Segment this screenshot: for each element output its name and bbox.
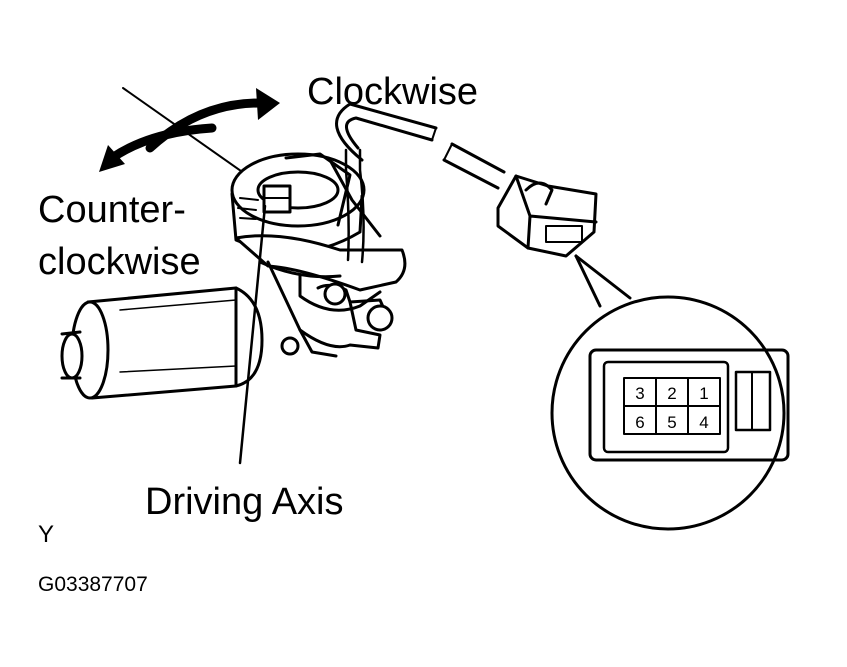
pin-label: 6 bbox=[635, 413, 644, 432]
pin-label: 3 bbox=[635, 384, 644, 403]
pin-label: 2 bbox=[667, 384, 676, 403]
pin-label: 1 bbox=[699, 384, 708, 403]
counter-label-line1: Counter- bbox=[38, 189, 186, 231]
connector-pin-grid: 3 2 1 6 5 4 bbox=[635, 384, 708, 432]
clockwise-arrow bbox=[145, 88, 280, 153]
counterclockwise-arrow bbox=[99, 123, 217, 172]
clockwise-label: Clockwise bbox=[307, 71, 479, 113]
figure-code: G03387707 bbox=[38, 573, 148, 596]
driving-axis-pointer bbox=[238, 204, 267, 465]
counter-label-line2: clockwise bbox=[38, 241, 201, 283]
driving-axis-label: Driving Axis bbox=[145, 481, 344, 523]
pin-label: 4 bbox=[699, 413, 708, 432]
connector-plug bbox=[496, 174, 598, 258]
pin-label: 5 bbox=[667, 413, 676, 432]
connector-detail-callout bbox=[550, 254, 790, 531]
corner-letter: Y bbox=[38, 521, 55, 548]
wire-harness bbox=[335, 102, 506, 264]
